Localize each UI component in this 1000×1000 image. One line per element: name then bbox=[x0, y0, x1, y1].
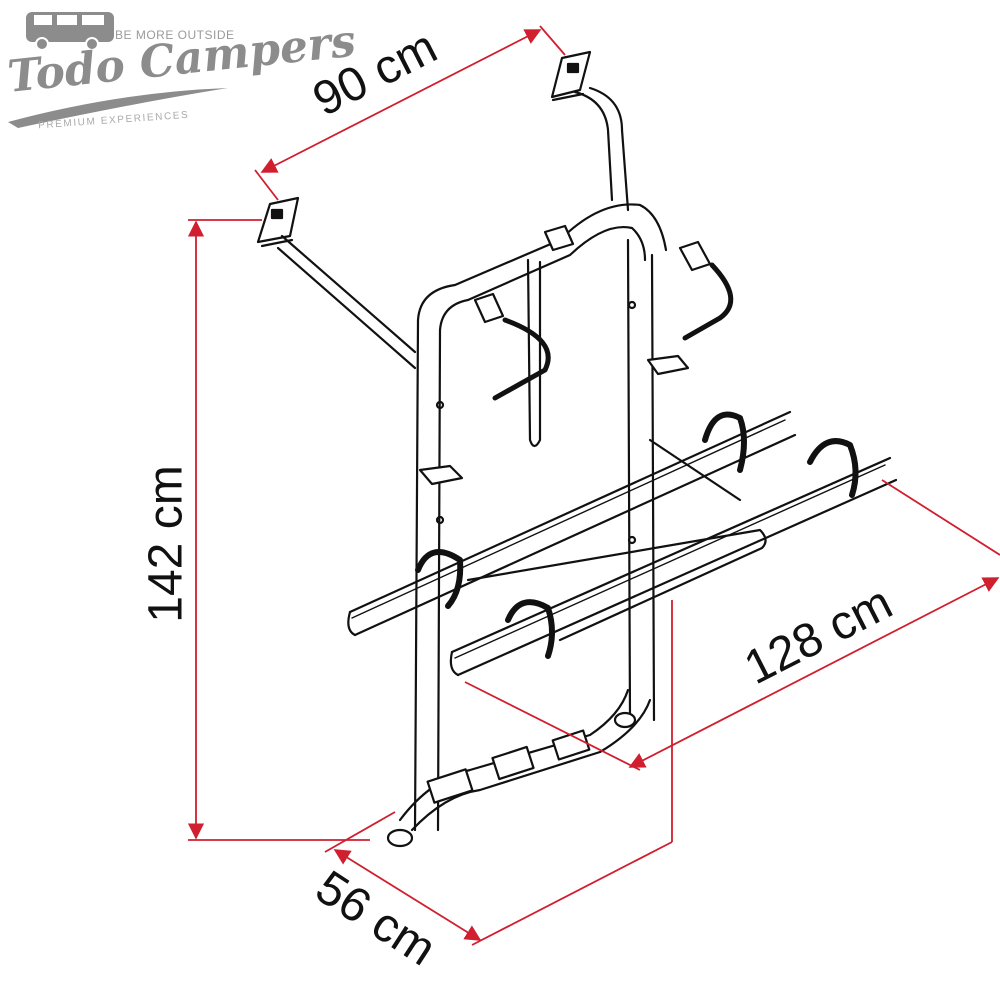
dimension-56cm bbox=[324, 600, 673, 946]
dimension-label-142cm: 142 cm bbox=[139, 465, 193, 623]
dimension-128cm bbox=[464, 479, 1000, 771]
todo-campers-logo: BE MORE OUTSIDE Todo Campers PREMIUM EXP… bbox=[0, 0, 358, 140]
logo-tagline: BE MORE OUTSIDE bbox=[115, 28, 235, 42]
upper-mount-right bbox=[550, 50, 592, 102]
wheel-rail-front bbox=[347, 410, 797, 637]
dimension-142cm bbox=[187, 219, 370, 841]
camper-van-icon bbox=[8, 12, 228, 128]
dimension-90cm bbox=[254, 25, 566, 201]
